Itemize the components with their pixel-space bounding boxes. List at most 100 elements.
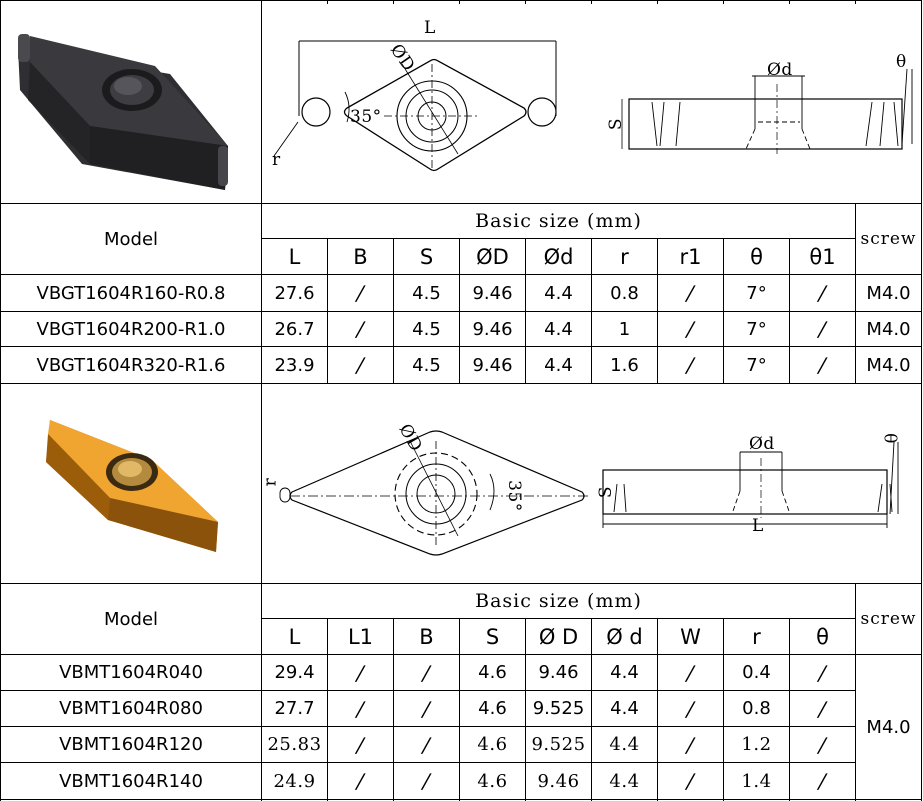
diagram1-label-S: S — [606, 117, 627, 131]
table-cell: / — [684, 769, 697, 793]
table-cell: 0.8 — [742, 698, 771, 719]
section1-screw-header: screw — [860, 229, 917, 249]
section1-col-B: B — [353, 244, 368, 269]
table-cell: / — [816, 696, 829, 721]
table-cell: / — [684, 353, 697, 377]
table-row-model: VBMT1604R120 — [59, 734, 203, 755]
section2-col-W: W — [680, 624, 701, 649]
table-cell: 1.4 — [741, 770, 772, 792]
table-cell: / — [816, 732, 829, 757]
table-row-model: VBGT1604R160-R0.8 — [36, 282, 226, 304]
table-cell: 1.6 — [610, 354, 639, 376]
section2-basic-size-header: Basic size (mm) — [475, 590, 642, 612]
section2-col-B: B — [419, 624, 434, 649]
vbmt-technical-drawing — [279, 430, 899, 556]
table-cell: / — [816, 317, 829, 341]
table-cell: 9.46 — [537, 770, 580, 792]
diagram2-label-S: S — [596, 485, 617, 499]
table-cell: / — [354, 353, 367, 377]
table-cell: 25.83 — [267, 734, 322, 755]
table-cell: 4.5 — [412, 354, 441, 376]
table-cell: / — [684, 281, 697, 305]
vbmt-insert-image — [46, 420, 218, 552]
section1-col-r1: r1 — [679, 244, 702, 269]
table-cell: 9.525 — [532, 698, 585, 719]
table-cell: 4.4 — [544, 282, 573, 304]
section2-col-theta: θ — [816, 624, 829, 649]
table-cell: / — [354, 660, 367, 685]
section2-col-S: S — [485, 624, 500, 649]
table-cell: 27.7 — [274, 698, 315, 719]
table-cell: / — [816, 769, 829, 793]
table-cell: 4.6 — [477, 770, 508, 792]
section2-col-phid: Ø d — [606, 624, 643, 649]
table-cell: 9.46 — [472, 282, 513, 304]
table-cell: 9.525 — [531, 734, 586, 755]
table-cell: 4.6 — [477, 734, 508, 755]
table-cell: / — [420, 732, 433, 757]
table-cell: 4.6 — [478, 698, 507, 719]
table-cell: 1 — [618, 318, 631, 340]
table-cell: 0.4 — [742, 662, 771, 683]
vbgt-technical-drawing — [273, 40, 913, 172]
section2-col-phiD: Ø D — [538, 624, 579, 649]
section2-screw-merged-cell: M4.0 — [866, 716, 911, 738]
section2-model-header: Model — [103, 608, 159, 630]
diagram1-label-L: L — [424, 18, 436, 38]
table-cell: 4.4 — [610, 698, 639, 719]
table-cell: 1.2 — [741, 734, 772, 755]
diagram2-label-angle: 35° — [503, 480, 524, 512]
table-cell: 4.4 — [544, 354, 573, 376]
section1-col-S: S — [419, 244, 434, 269]
section2-col-r: r — [752, 624, 761, 649]
section1-col-theta: θ — [750, 244, 763, 269]
table-row-model: VBMT1604R140 — [59, 770, 203, 792]
table-row-model: VBGT1604R200-R1.0 — [36, 318, 226, 340]
table-cell: / — [816, 281, 829, 305]
table-cell: 26.7 — [274, 318, 315, 340]
table-cell: / — [684, 696, 697, 721]
table-cell-screw: M4.0 — [866, 282, 911, 304]
table-cell: / — [354, 696, 367, 721]
diagram2-label-r: r — [260, 477, 281, 487]
table-cell: / — [354, 732, 367, 757]
diagram2-label-theta: θ — [882, 432, 903, 444]
diagram1-label-r: r — [272, 150, 281, 170]
diagram1-label-theta: θ — [896, 52, 907, 72]
section2-col-L1: L1 — [347, 624, 374, 649]
table-cell: / — [354, 281, 367, 305]
diagram2-label-L: L — [752, 516, 764, 536]
table-cell: 24.9 — [273, 770, 316, 792]
table-cell: / — [816, 660, 829, 685]
table-row-model: VBMT1604R040 — [59, 662, 203, 683]
section2-screw-header: screw — [860, 609, 917, 629]
table-cell: / — [816, 353, 829, 377]
table-cell: 7° — [746, 318, 767, 340]
table-cell: / — [684, 660, 697, 685]
table-cell: 4.4 — [544, 318, 573, 340]
section1-col-phiD: ØD — [476, 244, 509, 269]
section1-col-r: r — [620, 244, 629, 269]
table-cell: / — [420, 696, 433, 721]
section1-col-L: L — [288, 244, 301, 269]
section2-col-L: L — [288, 624, 301, 649]
table-cell: 29.4 — [274, 662, 315, 683]
table-cell: 4.4 — [609, 770, 640, 792]
diagram1-label-phid: Ød — [767, 60, 793, 80]
table-cell: / — [420, 660, 433, 685]
section1-basic-size-header: Basic size (mm) — [475, 210, 642, 232]
table-cell: 27.6 — [274, 282, 315, 304]
table-cell: 9.46 — [538, 662, 579, 683]
table-cell: 0.8 — [610, 282, 639, 304]
table-cell: 23.9 — [274, 354, 315, 376]
section1-model-header: Model — [103, 228, 159, 250]
table-cell: / — [354, 769, 367, 793]
table-cell: 4.6 — [478, 662, 507, 683]
table-cell: / — [684, 317, 697, 341]
vbgt-insert-image — [18, 34, 228, 190]
table-cell: 4.4 — [610, 662, 639, 683]
table-cell: 7° — [746, 354, 767, 376]
table-row-model: VBGT1604R320-R1.6 — [36, 354, 226, 376]
table-cell: 9.46 — [472, 318, 513, 340]
table-cell: / — [354, 317, 367, 341]
